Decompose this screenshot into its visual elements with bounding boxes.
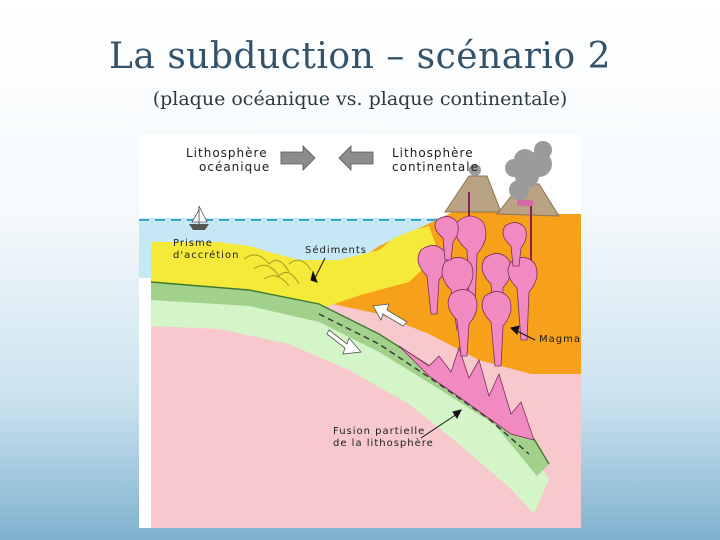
arrow-left-icon (338, 145, 374, 171)
label-continental-line1: Lithosphère (392, 146, 474, 160)
label-prism-line1: Prisme (173, 238, 213, 249)
label-oceanic-line2: océanique (199, 160, 271, 174)
slide-subtitle: (plaque océanique vs. plaque continental… (152, 88, 568, 110)
volcano-left (444, 175, 502, 213)
mantle-flow-arrow-up (372, 303, 408, 327)
label-fusion-line2: de la lithosphère (333, 438, 434, 449)
label-prism-line2: d'accrétion (173, 250, 240, 261)
label-sediments: Sédiments (305, 245, 367, 256)
prism-folds (243, 254, 312, 287)
slide-title: La subduction – scénario 2 (109, 36, 611, 77)
label-oceanic-line1: Lithosphère (186, 146, 268, 160)
label-continental-line2: continentale (392, 160, 479, 174)
label-fusion-line1: Fusion partielle (333, 426, 426, 437)
plume-puff-small (469, 164, 481, 176)
label-magma: Magma (539, 334, 581, 345)
subduction-diagram: Lithosphère océanique Lithosphère contin… (139, 134, 581, 528)
volcano-vent (517, 200, 533, 206)
arrow-right-icon (280, 145, 316, 171)
label-pointers (310, 257, 536, 439)
mantle-flow-arrow-down (326, 329, 362, 355)
slab-base-line (318, 313, 530, 455)
magma-diapirs (417, 215, 538, 367)
partial-melting-zone (398, 345, 535, 441)
lithosphere-slab-upper (151, 282, 549, 476)
diagram-artwork (139, 141, 581, 528)
boat-icon (189, 205, 209, 230)
eruption-plume (505, 141, 552, 200)
